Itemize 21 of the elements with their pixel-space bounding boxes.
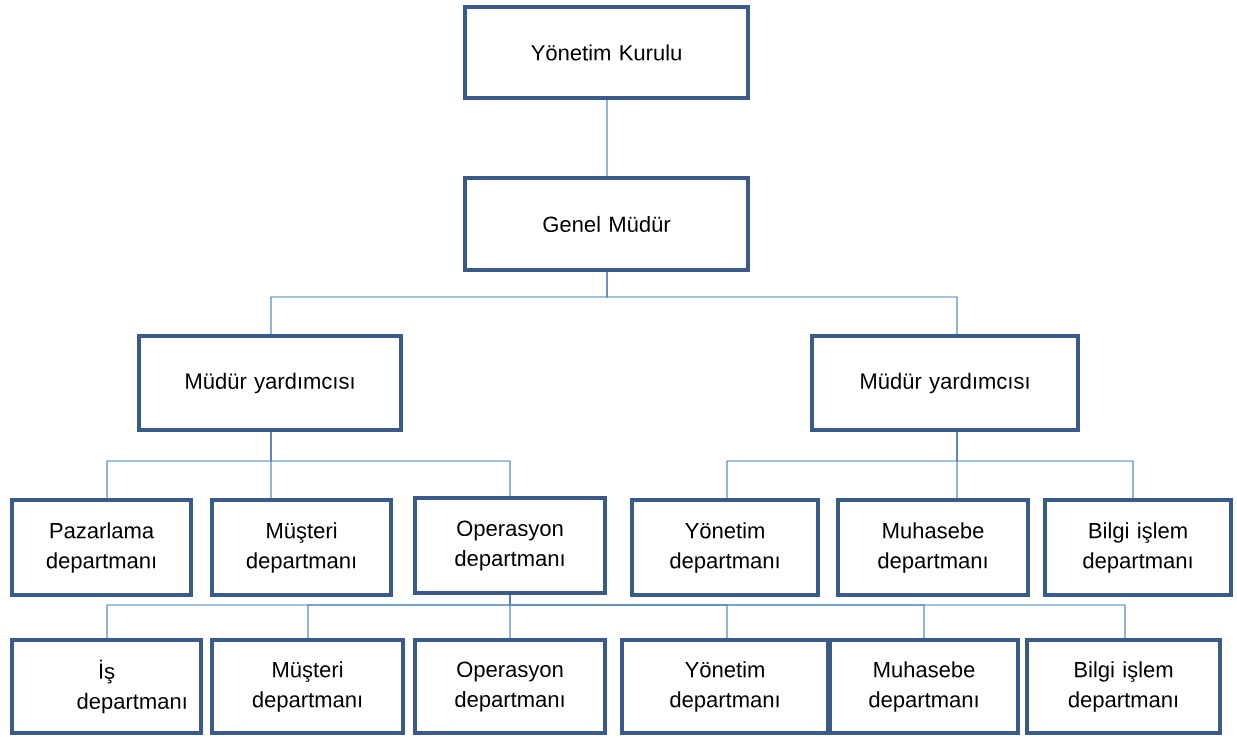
org-box: Muhasebe departmanı [836,498,1030,597]
org-box: Müdür yardımcısı [137,334,403,432]
org-box: İş departmanı [10,638,203,735]
connector-line [270,431,511,497]
org-box: Operasyon departmanı [413,496,607,595]
org-box: Bilgi işlem departmanı [1025,638,1222,735]
connector-line [509,594,1126,639]
org-box: Müşteri departmanı [210,638,405,735]
org-box: Yönetim departmanı [620,638,830,735]
org-box: Pazarlama departmanı [10,498,193,597]
org-box: Genel Müdür [463,176,750,272]
org-box: Yönetim departmanı [630,498,820,597]
org-box: Müşteri departmanı [210,498,393,597]
connector-line [606,271,958,335]
org-box: Müdür yardımcısı [810,334,1080,432]
connector-line [606,99,608,177]
org-box: Operasyon departmanı [413,638,607,735]
connector-line [956,431,1134,499]
org-box: Bilgi işlem departmanı [1043,498,1233,597]
org-box: Muhasebe departmanı [828,638,1020,735]
org-box: Yönetim Kurulu [463,5,750,100]
